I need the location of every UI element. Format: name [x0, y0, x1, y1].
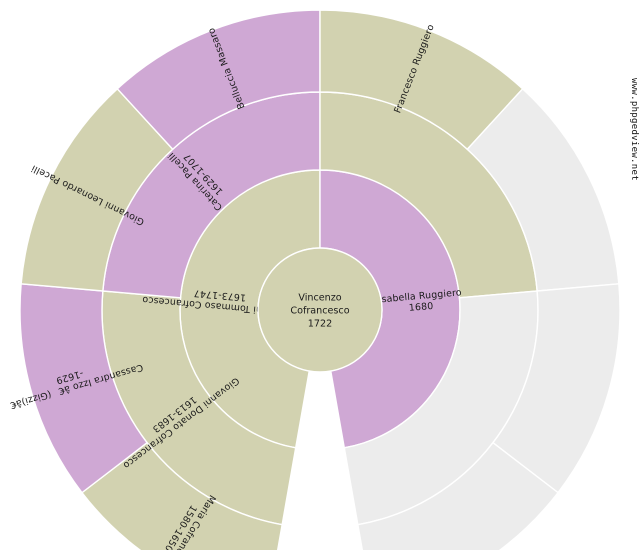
- watermark-text: www.phpgedview.net: [629, 78, 639, 181]
- center-person-label-line: Vincenzo: [298, 293, 341, 304]
- person-label-line: 1680: [408, 301, 433, 314]
- center-person-label-line: Cofrancesco: [290, 306, 349, 317]
- center-person-circle[interactable]: [257, 247, 383, 373]
- sectors-group: [19, 9, 621, 550]
- person-label-line: 1673-1747: [193, 287, 246, 303]
- fan-sector-gen3-7: [357, 441, 559, 550]
- center-person-label-line: 1722: [308, 319, 332, 330]
